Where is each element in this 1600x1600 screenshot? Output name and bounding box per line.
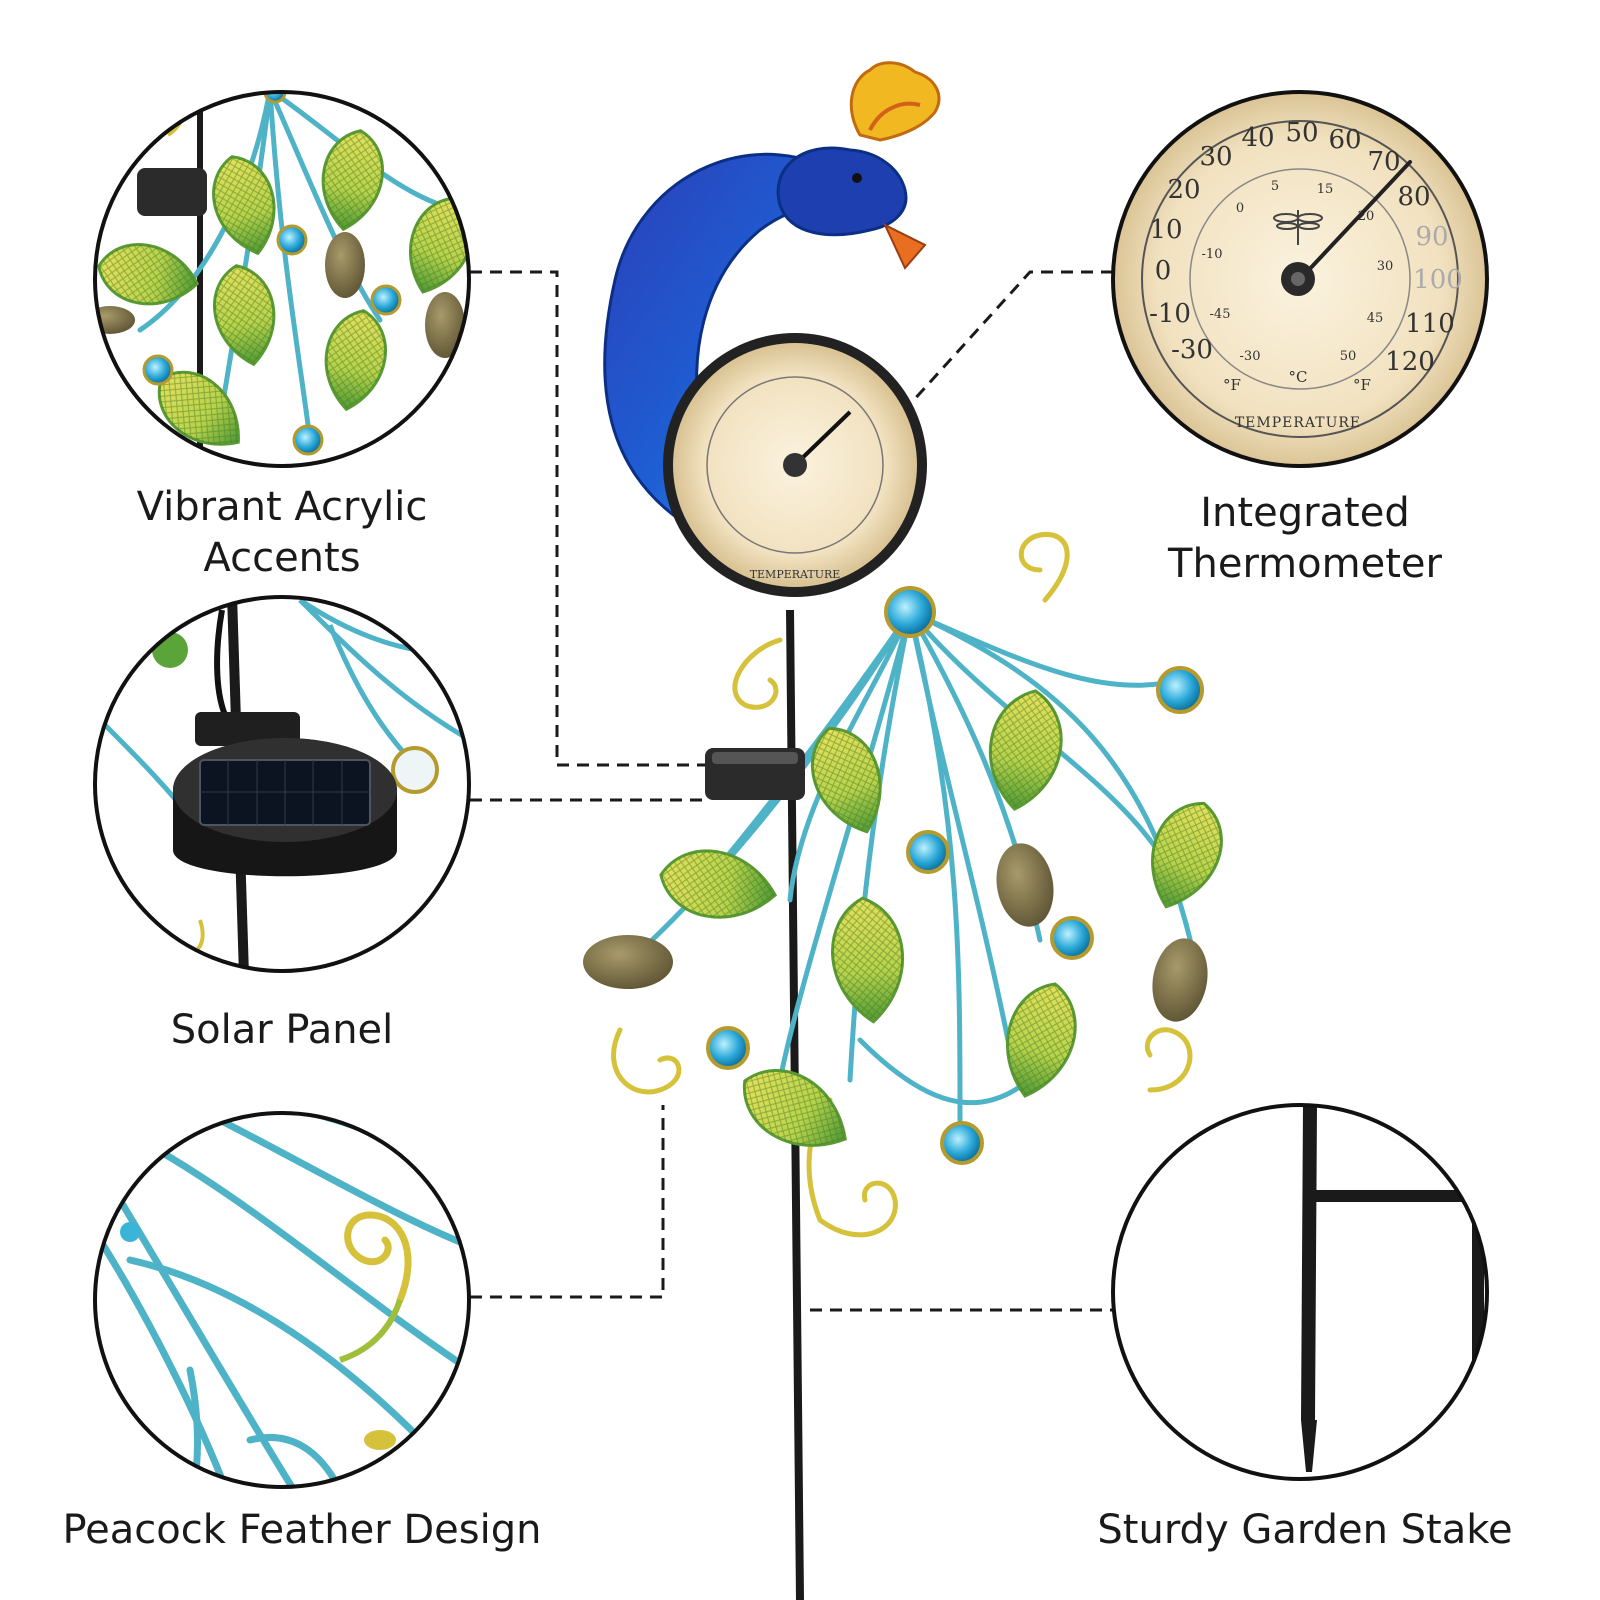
label-feather-text: Peacock Feather Design (62, 1507, 542, 1553)
f-tick-20: 20 (1167, 175, 1200, 205)
label-acrylic: Vibrant Acrylic Accents (92, 482, 472, 584)
label-solar: Solar Panel (92, 1005, 472, 1056)
label-thermometer-line1: Integrated (1200, 490, 1410, 536)
c-tick-5: 5 (1271, 179, 1279, 194)
f-tick-n30: -30 (1171, 335, 1213, 365)
label-feather: Peacock Feather Design (32, 1505, 572, 1556)
label-thermometer: Integrated Thermometer (1105, 488, 1505, 590)
c-tick-n10: -10 (1202, 247, 1223, 262)
detail-circle-feather (93, 1111, 471, 1489)
detail-circle-acrylic (93, 90, 471, 468)
f-tick-120: 120 (1385, 347, 1435, 377)
label-stake: Sturdy Garden Stake (1045, 1505, 1565, 1556)
c-tick-30: 30 (1377, 259, 1394, 274)
f-tick-110: 110 (1405, 309, 1455, 339)
f-tick-60: 60 (1328, 125, 1361, 155)
unit-c: °C (1289, 368, 1308, 386)
blue-gems (706, 586, 1204, 1165)
detail-circle-thermometer: -30 -10 0 10 20 30 40 50 60 70 80 90 100… (1111, 90, 1489, 468)
dial-caption: TEMPERATURE (1235, 415, 1361, 431)
detail-circle-solar (93, 595, 471, 973)
f-tick-80: 80 (1397, 182, 1430, 212)
fahrenheit-scale: -30 -10 0 10 20 30 40 50 60 70 80 90 100… (1149, 118, 1463, 377)
f-tick-10: 10 (1149, 215, 1182, 245)
bronze-drops (583, 843, 1208, 1022)
callout-connectors (470, 270, 1113, 1312)
solar-light-unit (705, 748, 805, 800)
f-tick-100: 100 (1413, 265, 1463, 295)
f-tick-50: 50 (1285, 118, 1318, 148)
label-solar-text: Solar Panel (170, 1007, 394, 1053)
peacock-body (603, 61, 941, 523)
label-stake-text: Sturdy Garden Stake (1097, 1507, 1513, 1553)
unit-f-left: °F (1223, 376, 1241, 394)
product-thermometer: TEMPERATURE (663, 333, 927, 597)
connector-thermometer (910, 270, 1113, 404)
c-tick-0: 0 (1236, 201, 1244, 216)
c-tick-50: 50 (1340, 349, 1357, 364)
peacock-stake-product: TEMPERATURE (583, 61, 1223, 1600)
dragonfly-icon (1273, 210, 1323, 245)
f-tick-90: 90 (1415, 222, 1448, 252)
connector-acrylic (470, 270, 705, 767)
f-tick-n10: -10 (1149, 299, 1191, 329)
c-tick-45: 45 (1367, 311, 1384, 326)
c-tick-n30: -30 (1240, 349, 1261, 364)
f-tick-70: 70 (1367, 147, 1400, 177)
f-tick-30: 30 (1199, 142, 1232, 172)
unit-f-right: °F (1353, 376, 1371, 394)
detail-circle-stake (1111, 1103, 1489, 1481)
c-tick-n45: -45 (1210, 307, 1231, 322)
product-dial-caption: TEMPERATURE (750, 568, 841, 581)
connector-feather (470, 1105, 665, 1299)
f-tick-0: 0 (1155, 256, 1172, 286)
f-tick-40: 40 (1241, 123, 1274, 153)
label-thermometer-line2: Thermometer (1168, 541, 1442, 587)
label-acrylic-line1: Vibrant Acrylic (136, 484, 428, 530)
c-tick-15: 15 (1317, 182, 1334, 197)
label-acrylic-line2: Accents (203, 535, 361, 581)
feather-leaves (659, 689, 1223, 1147)
